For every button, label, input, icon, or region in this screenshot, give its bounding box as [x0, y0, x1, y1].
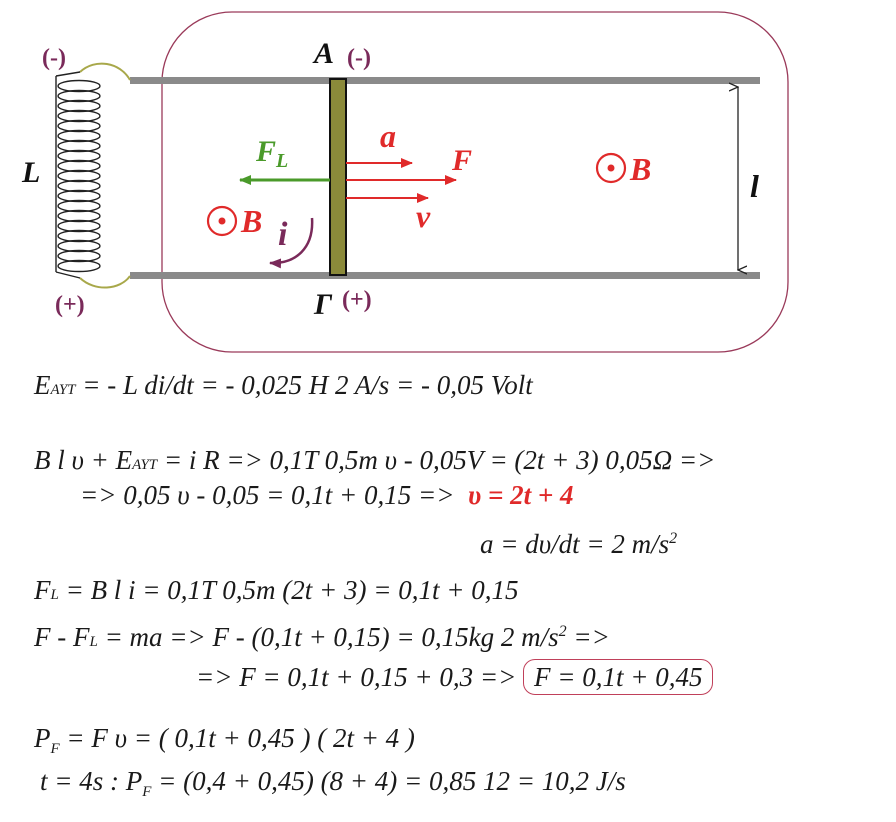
equation-kirchhoff: B l υ + EAYT = i R => 0,1T 0,5m υ - 0,05… [34, 445, 716, 475]
bottom-left-sign: (+) [55, 292, 85, 318]
equation-velocity: => 0,05 υ - 0,05 = 0,1t + 0,15 => υ = 2t… [80, 480, 574, 510]
current-label: i [278, 216, 288, 253]
rod-top-label: A [312, 37, 334, 70]
rod-top-sign: (-) [347, 45, 371, 71]
rod-bottom-label: Γ [313, 288, 333, 321]
equation-power-at-t4: t = 4s : PF = (0,4 + 0,45) (8 + 4) = 0,8… [40, 766, 626, 800]
current-arrow [269, 217, 314, 269]
circuit-diagram: (-) (+) L A (-) Γ (+) FL a F v i B B l [21, 11, 789, 353]
lorentz-force-label: FL [255, 135, 288, 172]
acceleration-label: a [380, 118, 396, 154]
field-region-outline [161, 11, 789, 353]
equation-lorentz-force: FL = B l i = 0,1T 0,5m (2t + 3) = 0,1t +… [34, 575, 519, 605]
equation-power: PF = F υ = ( 0,1t + 0,45 ) ( 2t + 4 ) [34, 723, 415, 757]
top-left-sign: (-) [42, 45, 66, 71]
velocity-result: υ = 2t + 4 [467, 480, 574, 510]
conducting-rod [329, 78, 347, 276]
length-label: l [750, 168, 759, 204]
equation-self-induced-emf: EAYT = - L di/dt = - 0,025 H 2 A/s = - 0… [34, 370, 533, 400]
field-symbol-right [595, 152, 627, 184]
field-right-label: B [629, 151, 651, 187]
field-left-label: B [240, 203, 262, 239]
equation-acceleration: a = dυ/dt = 2 m/s2 [480, 529, 678, 559]
coil-lead-bottom [79, 275, 131, 289]
force-label: F [451, 144, 472, 177]
inductor-coil [55, 71, 101, 279]
equation-force: => F = 0,1t + 0,15 + 0,3 => F = 0,1t + 0… [196, 659, 714, 695]
top-rail [130, 77, 760, 84]
rod-bottom-sign: (+) [342, 287, 372, 313]
force-result-box: F = 0,1t + 0,45 [523, 659, 714, 695]
coil-lead-top [79, 62, 131, 81]
inductor-label: L [21, 156, 40, 189]
bottom-rail [130, 272, 760, 279]
field-symbol-left [206, 205, 238, 237]
equation-newton: F - FL = ma => F - (0,1t + 0,15) = 0,15k… [34, 622, 610, 652]
velocity-label: v [416, 198, 431, 234]
